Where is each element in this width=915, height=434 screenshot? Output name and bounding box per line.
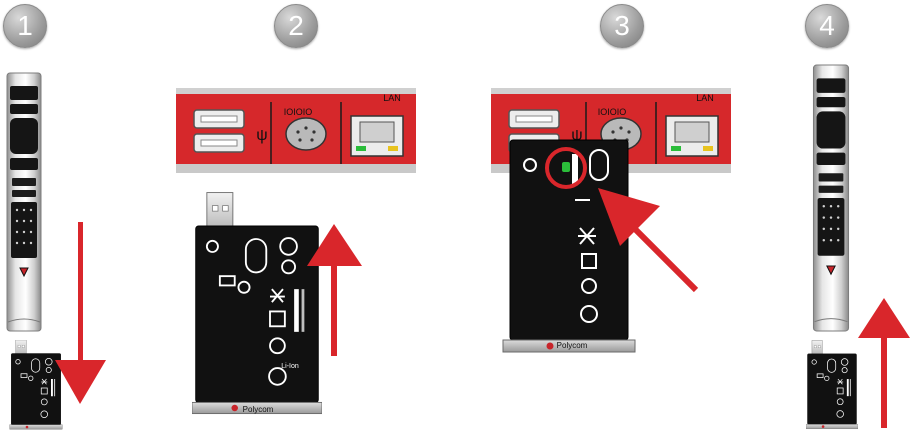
arrow-up-step2 [307,224,362,356]
arrow-diagonal-step3 [598,188,699,293]
mouse-port-label: IOIOIO [284,107,313,117]
step-3-group: IOIOIO LAN ψ Polycom [491,88,731,353]
step-badge-3: 3 [600,4,644,48]
lan-port-label-step3: LAN [696,93,714,103]
step-badge-2: 2 [274,4,318,48]
step-badge-1: 1 [3,4,47,48]
usb-symbol-icon: ψ [256,127,267,144]
battery-brand-step3: Polycom [557,341,588,350]
mouse-port-label-step3: IOIOIO [598,107,627,117]
remote-control-step4 [812,64,850,332]
step-2-group: IOIOIO LAN ψ Polycom Li-Ion [176,88,416,415]
battery-brand-step2: Polycom [243,405,274,414]
battery-pack-step2 [192,191,322,415]
battery-pack-step4 [806,340,858,430]
remote-control-step1 [6,72,42,332]
step-badge-4: 4 [805,4,849,48]
usb-symbol-icon-step3: ψ [571,127,582,144]
arrow-down-step1 [55,222,106,404]
port-panel-step2 [176,88,416,173]
highlight-circle [545,147,587,189]
battery-chem-step2: Li-Ion [281,363,299,370]
lan-port-label: LAN [383,93,401,103]
battery-pack-step3 [502,139,636,353]
arrow-up-step4 [858,298,910,428]
step-1-remote-group [6,72,106,430]
battery-pack-step1 [9,340,63,430]
step-4-group [806,64,910,430]
